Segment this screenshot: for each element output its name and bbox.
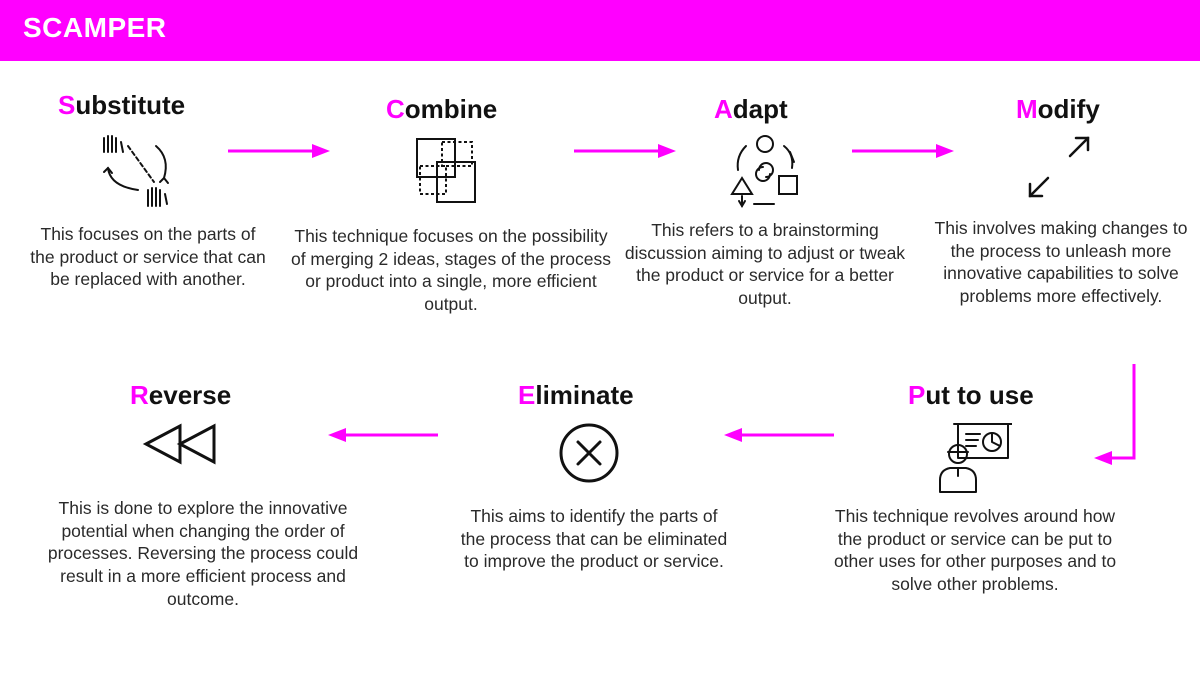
step-desc-adapt: This refers to a brainstorming discussio…: [624, 220, 906, 309]
step-title-eliminate: Eliminate: [518, 380, 634, 410]
step-title-adapt: Adapt: [714, 94, 788, 124]
step-title-substitute: Substitute: [58, 90, 186, 120]
combine-icon: [416, 138, 476, 203]
substitute-icon: [103, 135, 169, 207]
eliminate-icon: [559, 423, 619, 483]
step-desc-modify: This involves making changes to the proc…: [934, 218, 1188, 307]
header-bar: SCAMPER: [0, 0, 1200, 61]
page-title: SCAMPER: [23, 12, 167, 43]
step-title-reverse: Reverse: [130, 380, 232, 410]
step-title-put-to-use: Put to use: [908, 380, 1034, 410]
step-desc-reverse: This is done to explore the innovative p…: [47, 498, 359, 609]
step-desc-combine: This technique focuses on the possibilit…: [290, 226, 612, 315]
put-to-use-icon: [939, 423, 1012, 493]
step-desc-eliminate: This aims to identify the parts of the p…: [460, 506, 728, 572]
step-title-combine: Combine: [386, 94, 498, 124]
modify-icon: [1028, 136, 1090, 198]
arrow-right-3: [852, 144, 954, 158]
step-desc-put-to-use: This technique revolves around how the p…: [833, 506, 1117, 595]
step-title-modify: Modify: [1016, 94, 1100, 124]
reverse-icon: [142, 423, 216, 465]
arrow-connector-down: [1094, 364, 1136, 465]
step-desc-substitute: This focuses on the parts of the product…: [30, 224, 266, 290]
arrow-left-2: [328, 428, 438, 442]
arrow-right-2: [574, 144, 676, 158]
arrow-left-1: [724, 428, 834, 442]
adapt-icon: [730, 135, 798, 208]
arrow-right-1: [228, 144, 330, 158]
